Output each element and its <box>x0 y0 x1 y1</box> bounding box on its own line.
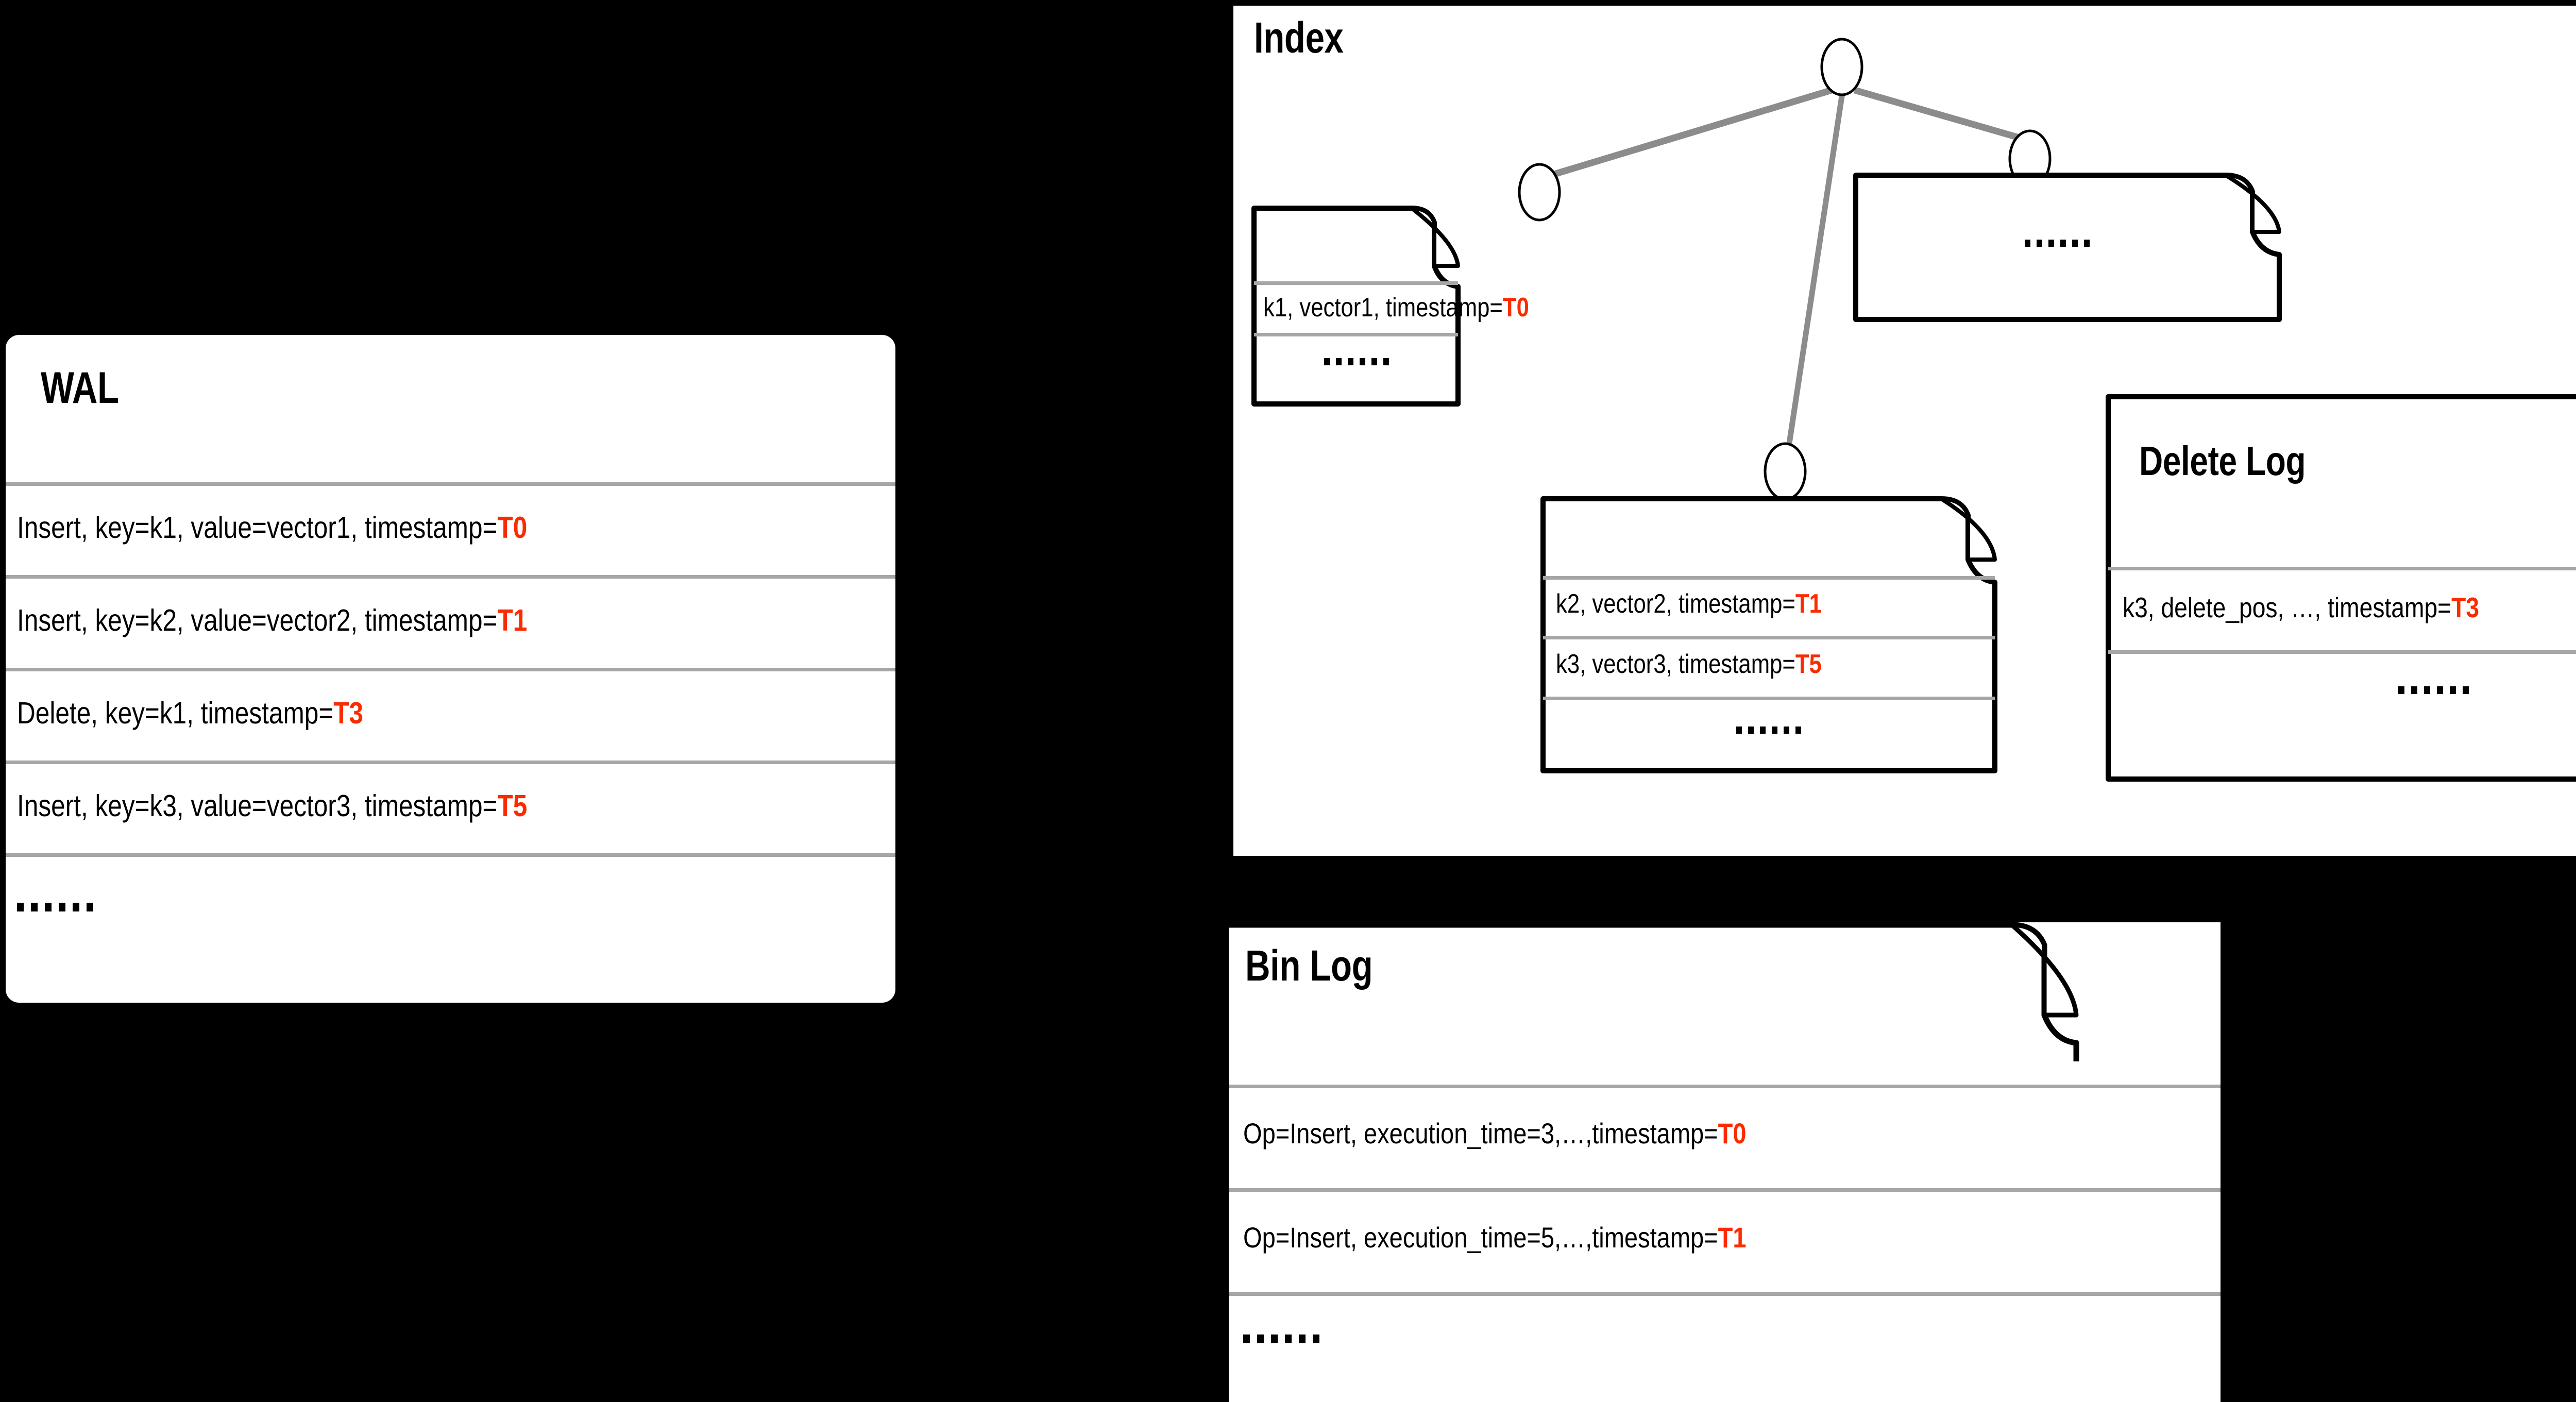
bin-log-title: Bin Log <box>1245 941 1373 990</box>
index-leaf-k2k3-overflow-ellipsis <box>1736 727 1801 734</box>
bin-log-row-timestamp: T1 <box>1718 1221 1747 1254</box>
delete-log-row-timestamp: T3 <box>2451 592 2480 623</box>
bin-log-row-text: Op=Insert, execution_time=3,…,timestamp= <box>1243 1117 1718 1150</box>
delete-log-row: k3, delete_pos, …, timestamp=T3 <box>2123 594 2479 622</box>
wal-title: WAL <box>41 363 119 413</box>
bin-log-separator-1 <box>1229 1085 2221 1088</box>
wal-row-text: Insert, key=k3, value=vector3, timestamp… <box>17 789 498 823</box>
wal-row: Insert, key=k1, value=vector1, timestamp… <box>17 513 527 543</box>
delete-log-overflow-ellipsis <box>2398 686 2469 694</box>
wal-separator-5 <box>6 853 895 857</box>
bin-log-overflow-ellipsis <box>1243 1335 1319 1343</box>
bin-log-row: Op=Insert, execution_time=3,…,timestamp=… <box>1243 1119 1747 1148</box>
index-leaf-right-overflow-ellipsis <box>2025 240 2090 247</box>
wal-separator-1 <box>6 482 895 486</box>
wal-row-timestamp: T3 <box>333 696 364 730</box>
index-leaf-k2k3-row-text: k3, vector3, timestamp= <box>1556 649 1795 679</box>
index-title: Index <box>1254 13 1344 62</box>
bin-log-row: Op=Insert, execution_time=5,…,timestamp=… <box>1243 1223 1747 1252</box>
bin-log-panel: Bin Log Op=Insert, execution_time=3,…,ti… <box>1229 922 2221 1402</box>
index-leaf-k2k3-row-timestamp: T5 <box>1795 649 1822 679</box>
wal-overflow-ellipsis <box>17 903 93 911</box>
wal-panel: WAL Insert, key=k1, value=vector1, times… <box>6 335 895 1003</box>
wal-row-timestamp: T0 <box>497 511 528 545</box>
index-leaf-k1-row-timestamp: T0 <box>1502 293 1529 323</box>
index-leaf-k2k3-row: k3, vector3, timestamp=T5 <box>1556 651 1822 678</box>
wal-separator-3 <box>6 668 895 671</box>
index-leaf-k1-row: k1, vector1, timestamp=T0 <box>1263 294 1529 321</box>
bin-log-separator-3 <box>1229 1292 2221 1296</box>
index-leaf-k1-row-text: k1, vector1, timestamp= <box>1263 293 1503 323</box>
index-leaf-k2k3-row-timestamp: T1 <box>1795 589 1822 619</box>
wal-separator-4 <box>6 761 895 764</box>
bin-log-row-timestamp: T0 <box>1718 1117 1747 1150</box>
wal-row-text: Insert, key=k1, value=vector1, timestamp… <box>17 511 498 545</box>
index-panel: Index <box>1233 6 2576 856</box>
wal-row-timestamp: T1 <box>497 603 528 637</box>
wal-row-text: Insert, key=k2, value=vector2, timestamp… <box>17 603 498 637</box>
bin-log-row-text: Op=Insert, execution_time=5,…,timestamp= <box>1243 1221 1718 1254</box>
wal-row-timestamp: T5 <box>497 789 528 823</box>
wal-row: Delete, key=k1, timestamp=T3 <box>17 698 363 729</box>
delete-log-row-text: k3, delete_pos, …, timestamp= <box>2123 592 2452 623</box>
wal-separator-2 <box>6 575 895 579</box>
delete-log-title: Delete Log <box>2139 438 2306 484</box>
index-leaf-k2k3-row: k2, vector2, timestamp=T1 <box>1556 590 1822 617</box>
index-leaf-k1-overflow-ellipsis <box>1324 358 1389 365</box>
wal-row: Insert, key=k2, value=vector2, timestamp… <box>17 605 527 636</box>
index-leaf-k2k3-row-text: k2, vector2, timestamp= <box>1556 589 1795 619</box>
wal-row-text: Delete, key=k1, timestamp= <box>17 696 334 730</box>
bin-log-separator-2 <box>1229 1188 2221 1192</box>
wal-row: Insert, key=k3, value=vector3, timestamp… <box>17 791 527 821</box>
